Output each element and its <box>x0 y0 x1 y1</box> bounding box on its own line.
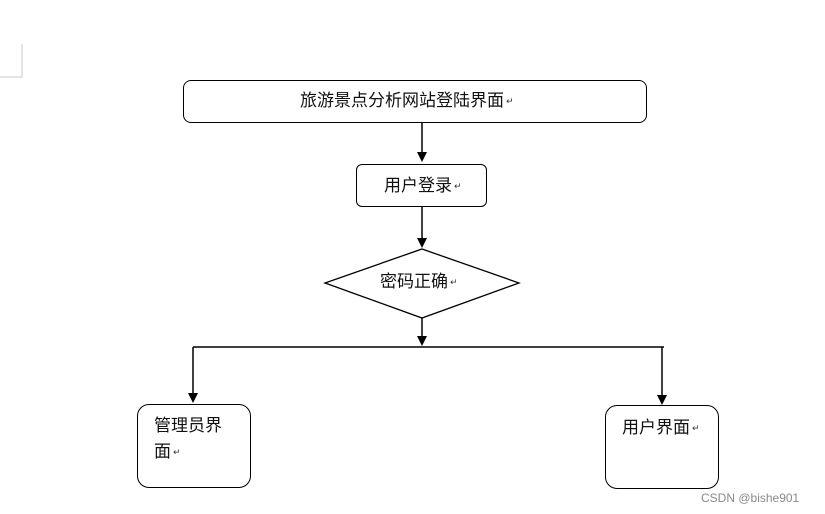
admin-node-text-line1: 管理员界 <box>154 416 222 436</box>
admin-node-text-line2: 面 <box>154 442 171 462</box>
user-node <box>605 405 719 489</box>
paragraph-mark-icon: ↵ <box>506 96 514 107</box>
login-node-text: 用户登录 <box>384 176 452 196</box>
paragraph-mark-icon: ↵ <box>692 423 700 434</box>
paragraph-mark-icon: ↵ <box>450 277 458 288</box>
user-node-label: 用户界面↵ <box>622 416 700 441</box>
user-node-text: 用户界面 <box>622 418 690 438</box>
paragraph-mark-icon: ↵ <box>173 447 181 458</box>
start-node <box>183 80 647 123</box>
decision-node-text: 密码正确 <box>380 272 448 292</box>
decision-node-label: 密码正确↵ <box>380 270 458 295</box>
start-node-text: 旅游景点分析网站登陆界面 <box>300 91 504 111</box>
admin-node-label-line2: 面↵ <box>154 440 181 465</box>
csdn-watermark: CSDN @bishe901 <box>701 491 800 505</box>
login-node <box>356 164 487 207</box>
admin-node-label-line1: 管理员界 <box>154 414 222 438</box>
admin-node <box>137 404 251 488</box>
start-node-label: 旅游景点分析网站登陆界面↵ <box>300 89 514 114</box>
page-corner-mark <box>0 44 23 78</box>
login-node-label: 用户登录↵ <box>384 174 462 199</box>
paragraph-mark-icon: ↵ <box>454 181 462 192</box>
